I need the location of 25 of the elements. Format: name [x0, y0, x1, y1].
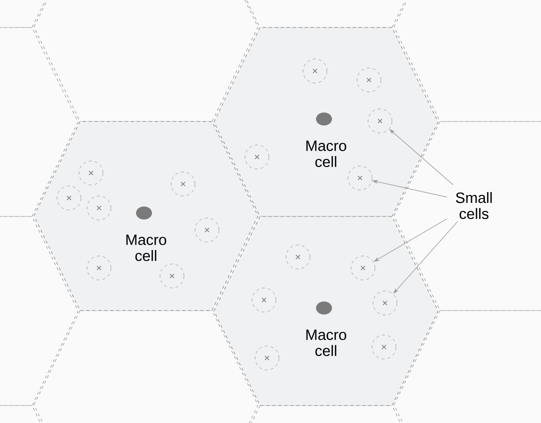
small-cell-circle — [244, 144, 270, 170]
small-cell-circle — [78, 160, 104, 186]
node-label: Macro cell — [126, 234, 166, 262]
small-cell-circle — [372, 334, 396, 360]
small-cell-circle — [170, 172, 196, 196]
small-cell-circle — [86, 196, 112, 220]
small-cell-circle — [350, 256, 376, 280]
hexagon-cell — [214, 27, 438, 217]
small-cell-circle — [302, 58, 328, 84]
small-cell-circle — [286, 244, 310, 270]
node-label: Macro cell — [306, 140, 346, 168]
small-cell-circle — [372, 290, 398, 316]
callout-text: Small cells — [456, 192, 492, 220]
small-cell-circle — [194, 218, 220, 242]
small-cell-circle — [86, 256, 112, 280]
small-cell-circle — [368, 108, 392, 134]
hexagon-cell — [34, 121, 258, 311]
small-cell-circle — [356, 68, 382, 92]
node-label: Macro cell — [306, 330, 346, 356]
small-cell-circle — [56, 186, 82, 210]
small-cell-circle — [252, 288, 276, 312]
small-cell-circle — [348, 166, 372, 190]
small-cell-circle — [160, 264, 184, 288]
small-cell-circle — [254, 346, 280, 370]
hexagon-cell — [214, 216, 438, 406]
